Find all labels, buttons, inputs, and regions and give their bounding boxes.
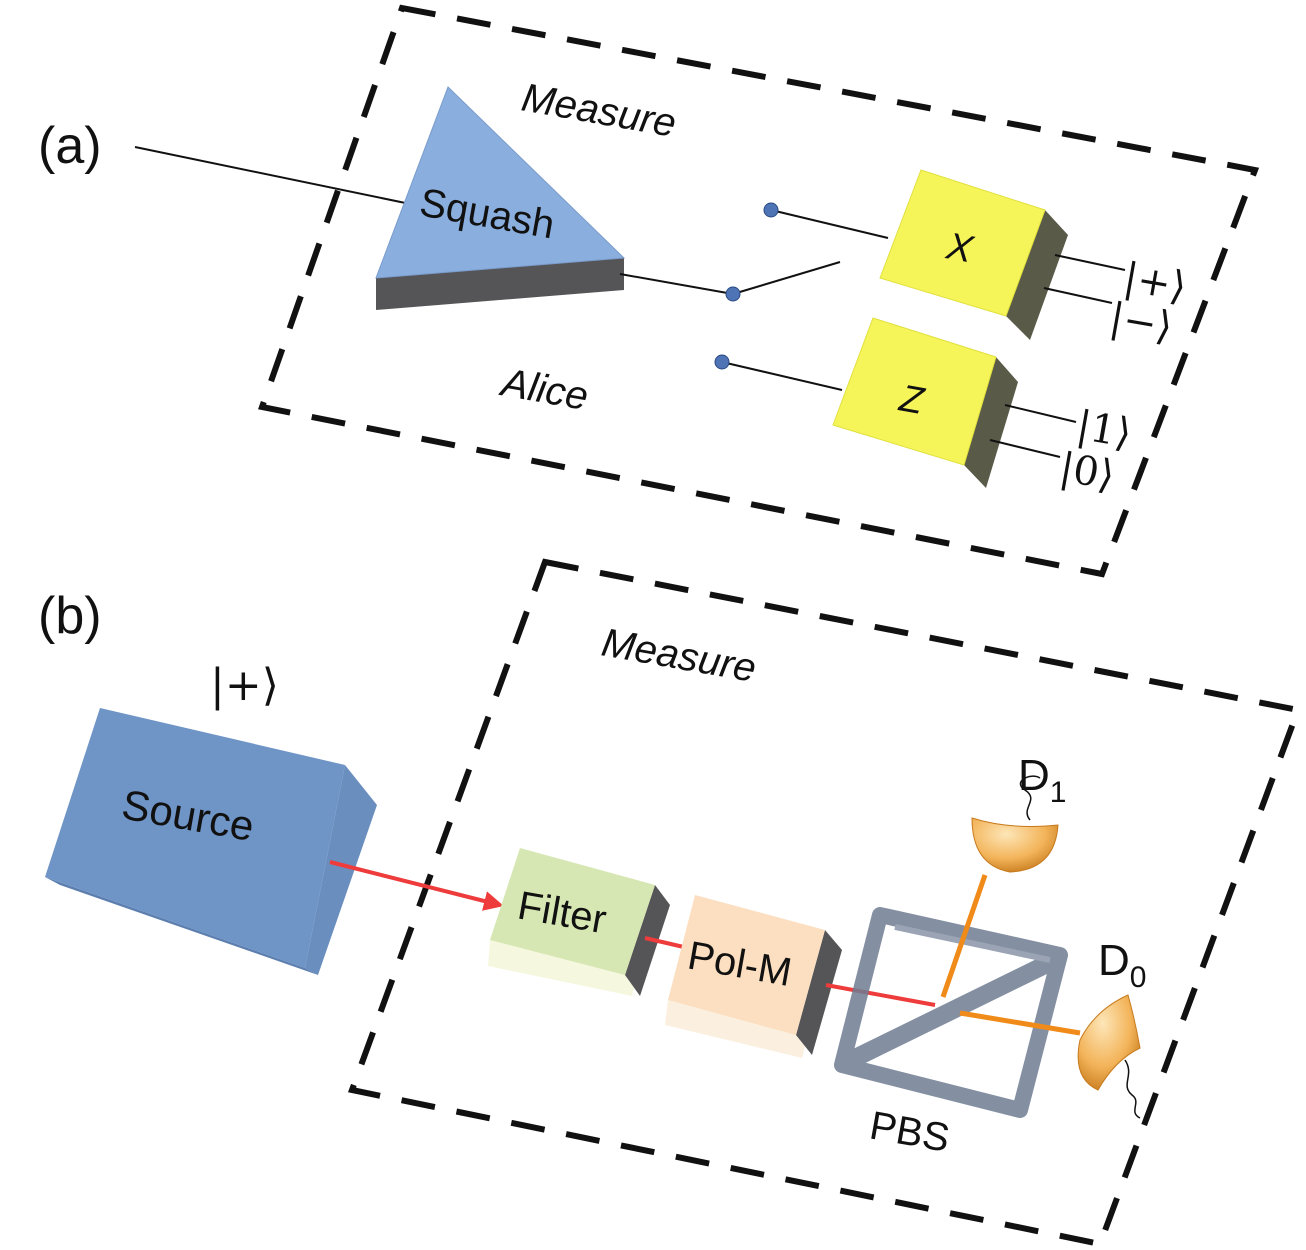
panel-b-label: (b) (38, 587, 102, 645)
polm-face (668, 895, 825, 1035)
source-side (305, 765, 377, 975)
z-out-ket-zero: |0⟩ (1056, 445, 1118, 500)
pbs-top-edge (894, 924, 1051, 963)
z-basis-box: Z (832, 317, 1018, 488)
beam-filter-to-polm (644, 936, 689, 950)
detector-d0: D0 (1077, 936, 1146, 1119)
switch-input-line (619, 273, 734, 295)
panel-a-measure-title: Measure (518, 76, 679, 146)
beam-pbs-to-d1 (940, 874, 988, 998)
panel-b-dashed-box (347, 558, 1303, 1248)
filter-block: Filter (488, 848, 670, 996)
x-out-ket-plus: |+⟩ (1120, 255, 1190, 311)
source-state-ket: |+⟩ (210, 660, 279, 711)
source-bottom (45, 877, 318, 975)
panel-b-measure-title: Measure (598, 621, 759, 691)
source-face (45, 708, 345, 968)
beam-polm-to-pbs (825, 983, 936, 1007)
z-out-line-1 (1004, 404, 1077, 423)
panel-a-dashed-box (258, 4, 1260, 578)
x-out-line-1 (1054, 254, 1126, 271)
filter-face (490, 848, 655, 975)
x-contact-line (770, 209, 889, 239)
pbs-diagonal (843, 951, 1059, 1071)
z-contact-dot (714, 354, 730, 370)
switch-arm (732, 261, 841, 295)
z-box-face (832, 317, 997, 466)
switch-pivot-dot (725, 286, 741, 302)
polm-block: Pol-M (665, 895, 842, 1058)
detector-d0-wire (1124, 1059, 1141, 1119)
beam-source-to-filter (329, 860, 504, 911)
detector-d1-cup (971, 817, 1059, 873)
pbs-cube (834, 907, 1068, 1118)
detector-d1: D1 (971, 751, 1066, 873)
squash-base-shadow (376, 258, 624, 310)
squash-block: Squash (375, 86, 626, 310)
filter-bottom (488, 940, 638, 996)
pbs-label: PBS (866, 1104, 952, 1161)
x-box-face (879, 169, 1046, 317)
beam-pbs-to-d0 (959, 1010, 1081, 1036)
detector-d1-label: D1 (1018, 751, 1066, 809)
x-basis-box: X (879, 169, 1068, 340)
alice-label: Alice (496, 360, 591, 419)
panel-a-label: (a) (38, 117, 102, 175)
z-contact-line (721, 361, 843, 391)
detector-d0-cup (1077, 994, 1141, 1091)
x-box-side (1006, 210, 1068, 340)
x-out-ket-minus: |−⟩ (1106, 295, 1176, 351)
x-out-line-2 (1043, 287, 1113, 304)
polm-side (796, 930, 842, 1055)
detector-d1-wire (1019, 775, 1041, 821)
source-block: Source (45, 708, 377, 975)
polm-bottom (665, 1000, 808, 1058)
x-contact-dot (763, 202, 779, 218)
squash-triangle (375, 86, 626, 279)
input-line (134, 146, 416, 206)
z-out-line-2 (989, 439, 1061, 458)
z-out-ket-one: |1⟩ (1073, 403, 1135, 458)
pbs-outer-frame (834, 907, 1068, 1118)
detector-d0-label: D0 (1098, 936, 1146, 994)
z-box-side (964, 357, 1018, 488)
